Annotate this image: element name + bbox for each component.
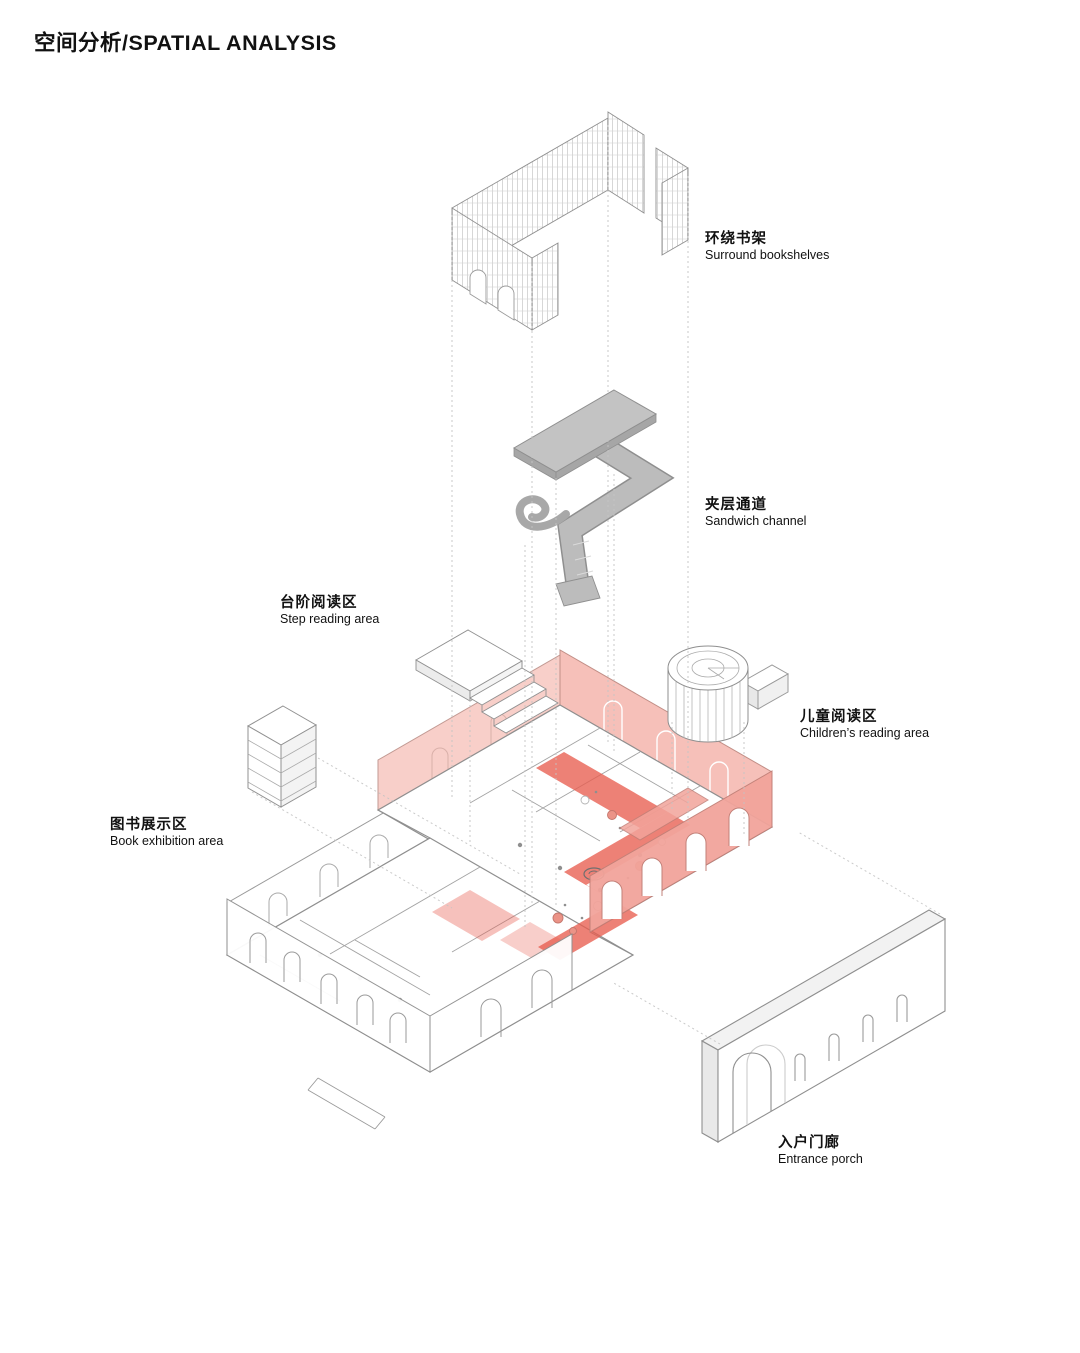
surround-bookshelves-drawing [451,111,689,331]
label-step-reading-area-zh: 台阶阅读区 [280,595,358,611]
label-book-exhibition-area-en: Book exhibition area [110,834,224,849]
label-sandwich-channel: 夹层通道 Sandwich channel [705,496,806,530]
label-children-reading-area: 儿童阅读区 Children’s reading area [800,708,929,742]
label-sandwich-channel-zh: 夹层通道 [705,497,767,513]
page-title: 空间分析/SPATIAL ANALYSIS [34,31,337,55]
label-children-reading-area-en: Children’s reading area [800,726,930,741]
label-step-reading-area-en: Step reading area [280,612,380,627]
label-children-reading-area-zh: 儿童阅读区 [800,709,878,725]
label-book-exhibition-area: 图书展示区 Book exhibition area [110,816,223,850]
label-entrance-porch: 入户门廊 Entrance porch [778,1134,863,1168]
sandwich-channel-drawing [512,389,675,607]
projection-lines [251,125,941,1045]
floor-plan-drawing [225,649,774,1130]
children-reading-drawing [667,645,790,743]
label-step-reading-area: 台阶阅读区 Step reading area [280,594,379,628]
entrance-porch-drawing [700,909,947,1143]
step-reading-drawing [415,629,559,734]
label-entrance-porch-en: Entrance porch [778,1152,863,1167]
label-book-exhibition-area-zh: 图书展示区 [110,817,188,833]
label-entrance-porch-zh: 入户门廊 [778,1135,840,1151]
label-surround-bookshelves-en: Surround bookshelves [705,248,830,263]
book-exhibition-drawing [246,705,318,808]
label-surround-bookshelves: 环绕书架 Surround bookshelves [705,230,829,264]
plan-front-walls [226,770,773,1130]
label-surround-bookshelves-zh: 环绕书架 [705,231,767,247]
label-sandwich-channel-en: Sandwich channel [705,514,807,529]
